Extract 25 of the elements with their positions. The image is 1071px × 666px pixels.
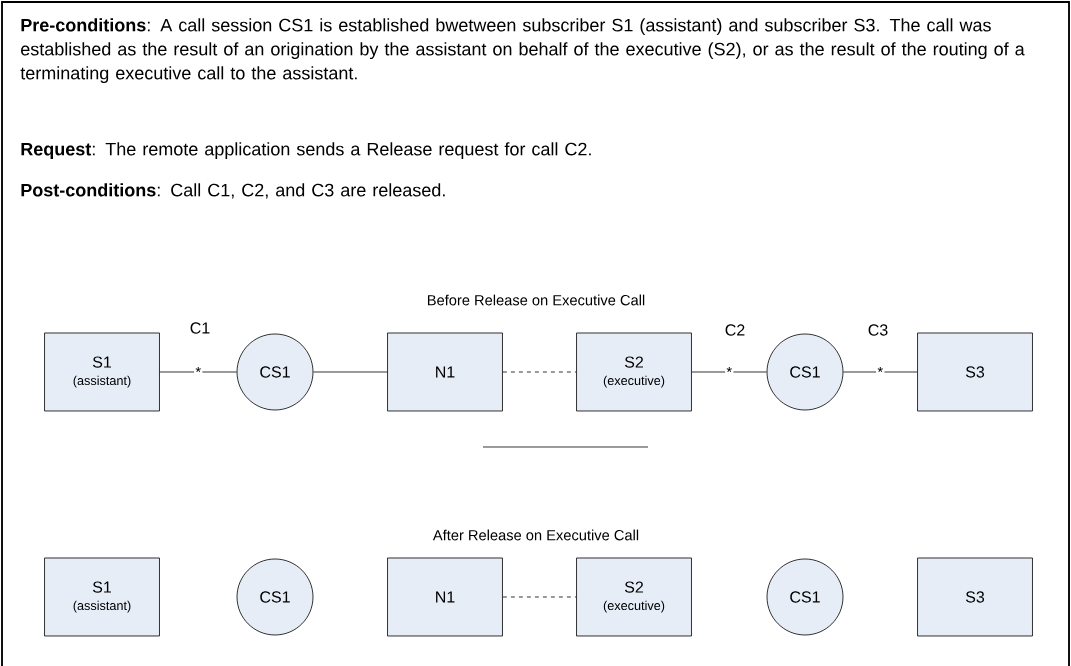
connector-line xyxy=(502,596,577,598)
multiplicity-mark: * xyxy=(194,365,203,379)
paragraph: Request: The remote application sends a Release request for call C2. xyxy=(21,142,591,160)
subscriber-box: S3 xyxy=(917,557,1033,637)
connection-label: C3 xyxy=(868,324,888,336)
connector-line xyxy=(843,371,918,373)
heading: After Release on Executive Call xyxy=(432,529,639,541)
connection-label: C1 xyxy=(190,322,210,334)
subscriber-box: S2 (executive) xyxy=(576,557,692,637)
subscriber-box: S1 (assistant) xyxy=(44,332,160,412)
connector-line xyxy=(313,371,388,373)
subscriber-box: S3 xyxy=(917,332,1033,412)
multiplicity-mark: * xyxy=(876,365,885,379)
connection-label: C2 xyxy=(725,324,745,336)
network-box: N1 xyxy=(387,557,503,637)
multiplicity-mark: * xyxy=(725,365,734,379)
connector-line xyxy=(502,371,577,373)
connector-line xyxy=(691,371,767,373)
paragraph: Pre-conditions: A call session CS1 is established bwetween subscriber S1 (assistant) and subscriber S3. The call was established as the result of an origination by the assistant on behalf of the executive (S2), or as the result of the routing of a terminating executive call to the assistant. xyxy=(20,18,1025,84)
heading: Before Release on Executive Call xyxy=(427,294,645,306)
network-box: N1 xyxy=(387,332,503,412)
connector-line xyxy=(159,371,237,373)
subscriber-box: S1 (assistant) xyxy=(44,557,160,637)
subscriber-box: S2 (executive) xyxy=(576,332,692,412)
paragraph: Post-conditions: Call C1, C2, and C3 are released. xyxy=(21,183,445,199)
